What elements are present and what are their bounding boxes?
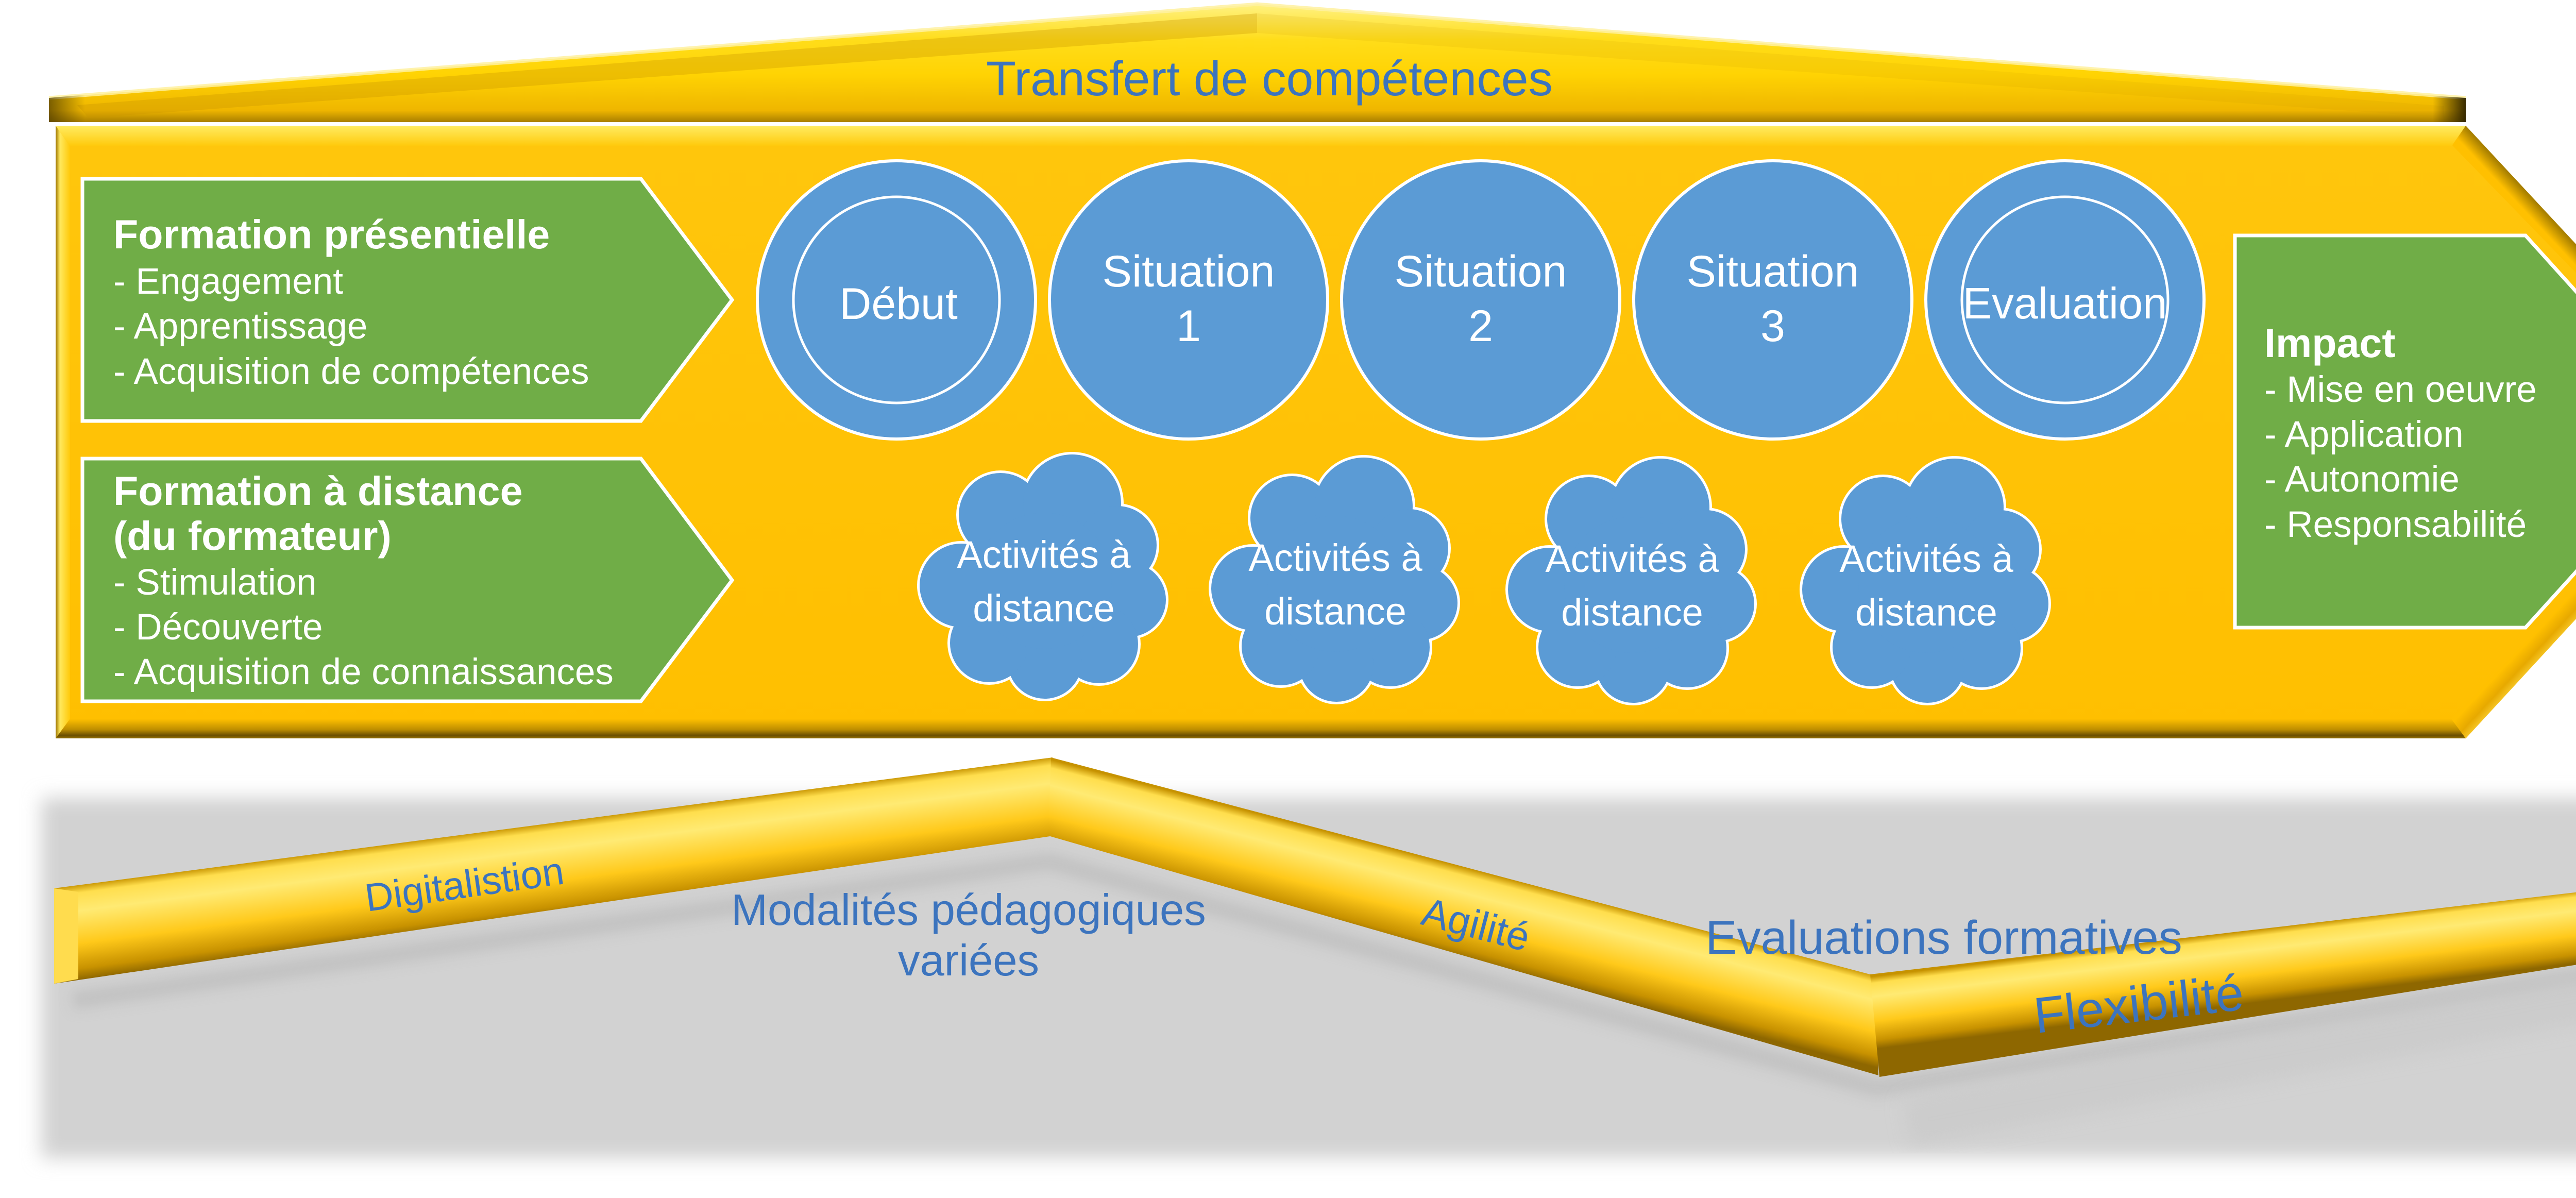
svg-text:Activités à: Activités à: [1248, 536, 1422, 579]
svg-text:Evaluations formatives: Evaluations formatives: [1705, 912, 2182, 964]
svg-text:Modalités pédagogiques: Modalités pédagogiques: [731, 886, 1206, 935]
svg-text:- Application: - Application: [2264, 414, 2464, 455]
svg-text:Situation: Situation: [1103, 247, 1275, 296]
svg-text:distance: distance: [1561, 591, 1703, 634]
svg-text:Situation: Situation: [1395, 247, 1567, 296]
svg-text:Impact: Impact: [2264, 320, 2396, 366]
svg-text:Formation présentielle: Formation présentielle: [113, 211, 550, 257]
svg-text:Formation à distance: Formation à distance: [113, 468, 523, 514]
svg-text:- Découverte: - Découverte: [113, 607, 323, 648]
svg-text:- Mise en oeuvre: - Mise en oeuvre: [2264, 369, 2537, 410]
svg-text:distance: distance: [973, 587, 1115, 630]
svg-text:- Apprentissage: - Apprentissage: [113, 306, 367, 347]
svg-text:- Stimulation: - Stimulation: [113, 562, 317, 603]
svg-text:2: 2: [1468, 301, 1493, 351]
svg-text:Activités à: Activités à: [1839, 537, 2013, 580]
svg-text:- Engagement: - Engagement: [113, 261, 343, 302]
svg-text:distance: distance: [1855, 591, 1997, 634]
svg-text:- Acquisition de connaissances: - Acquisition de connaissances: [113, 652, 614, 693]
svg-text:Evaluation: Evaluation: [1963, 279, 2167, 328]
svg-text:Début: Début: [839, 279, 958, 329]
svg-text:- Acquisition de compétences: - Acquisition de compétences: [113, 351, 589, 392]
svg-text:distance: distance: [1264, 590, 1406, 633]
svg-text:Situation: Situation: [1687, 247, 1859, 296]
svg-text:Activités à: Activités à: [957, 533, 1131, 576]
svg-text:3: 3: [1760, 301, 1785, 351]
svg-text:- Autonomie: - Autonomie: [2264, 459, 2460, 500]
svg-text:Transfert de compétences: Transfert de compétences: [986, 52, 1553, 106]
svg-text:- Responsabilité: - Responsabilité: [2264, 504, 2527, 545]
svg-text:(du formateur): (du formateur): [113, 513, 392, 559]
svg-text:variées: variées: [898, 936, 1039, 985]
svg-text:Activités à: Activités à: [1545, 537, 1719, 580]
svg-text:1: 1: [1176, 301, 1201, 351]
